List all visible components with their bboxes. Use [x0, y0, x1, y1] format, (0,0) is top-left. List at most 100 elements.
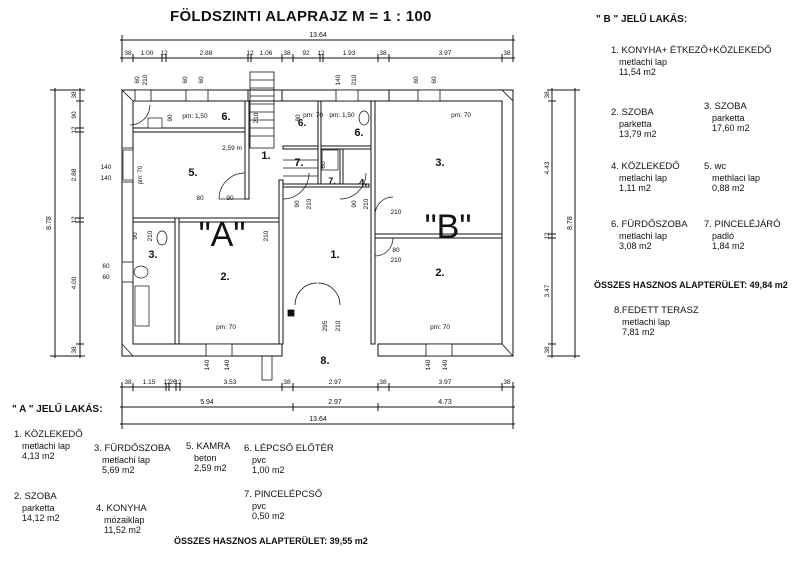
room-floor: metlachi lap — [22, 440, 71, 451]
door-dim-10: 295 — [322, 320, 329, 331]
drawing-title: FÖLDSZINTI ALAPRAJZ M = 1 : 100 — [170, 8, 432, 25]
window-top-3 — [417, 89, 441, 102]
interior-walls — [132, 100, 503, 345]
door-dim-0: 90 — [226, 195, 234, 202]
door-dim-17: 80 — [392, 247, 400, 254]
bottom-dim-5: 3.53 — [224, 379, 237, 386]
door-dim-15: 80 — [320, 161, 327, 169]
top-dim-7: 92 — [302, 50, 310, 57]
bottom-dim-0: 38 — [124, 379, 132, 386]
room-name: 5. wc — [704, 161, 727, 172]
apt-b-total-area: ÖSSZES HASZNOS ALAPTERÜLET: 49,84 m2 — [594, 280, 788, 290]
room-number-12: 4. — [359, 178, 368, 189]
left-dim-3: 2.88 — [71, 168, 78, 181]
room-area: 4,13 m2 — [22, 451, 55, 462]
window-dim-11: 140 — [101, 175, 112, 182]
room-area: 1,84 m2 — [712, 241, 745, 252]
top-dim-3: 2.88 — [200, 50, 213, 57]
room-name: 3. FÜRDŐSZOBA — [94, 443, 171, 454]
room-name: 7. PINCELÉPCSŐ — [244, 489, 323, 500]
top-dim-9: 1.93 — [343, 50, 356, 57]
shower-b — [321, 149, 339, 171]
staircase — [249, 71, 318, 177]
bathtub — [134, 285, 150, 327]
top-dim-6: 38 — [283, 50, 291, 57]
bottom-dim-10: 38 — [503, 379, 511, 386]
right-dim-0: 38 — [544, 91, 551, 99]
bottom-dim-4: 12 — [174, 379, 182, 386]
apt-a-room-6: 6. LÉPCSŐ ELŐTÉR pvc 1,00 m2 — [244, 443, 334, 476]
overall-width-top: 13.64 — [309, 32, 327, 39]
apt-b-heading: " B " JELŰ LAKÁS: — [596, 14, 688, 25]
room-floor: metlachi lap — [619, 172, 668, 183]
left-dim-1: 90 — [71, 111, 78, 119]
room-floor: parketta — [22, 502, 55, 513]
overall-height-right: 8.78 — [567, 216, 574, 230]
bottom-group-dim-0: 5.94 — [200, 399, 214, 406]
room-floor: metlachi lap — [619, 56, 668, 67]
room-number-4: 1. — [330, 249, 339, 261]
overall-height-left: 8.78 — [46, 216, 53, 230]
apt-b-room-4: 4. KÖZLEKEDŐ metlachi lap 1,11 m2 — [611, 161, 680, 194]
right-dim-ticks — [547, 89, 580, 357]
room-floor: padló — [712, 230, 735, 241]
wall-hatch — [121, 89, 514, 357]
top-dim-ticks — [121, 35, 514, 62]
top-dim-12: 38 — [503, 50, 511, 57]
room-floor: mózaiklap — [104, 514, 145, 525]
room-name: 1. KONYHA+ ÉTKEZŐ+KÖZLEKEDŐ — [611, 45, 772, 56]
room-name: 6. FÜRDŐSZOBA — [611, 219, 688, 230]
apt-b-terrace: 8.FEDETT TERASZ metlachi lap 7,81 m2 — [614, 305, 699, 338]
room-floor: methlaci lap — [712, 172, 761, 183]
room-floor: parketta — [619, 118, 652, 129]
window-dim-12: 60 — [102, 263, 110, 270]
window-top-1 — [185, 89, 209, 102]
room-floor: pvc — [252, 454, 267, 465]
room-area: 3,08 m2 — [619, 241, 652, 252]
top-dim-10: 38 — [379, 50, 387, 57]
top-dim-11: 3.97 — [439, 50, 452, 57]
bottom-dim-7: 2.97 — [329, 379, 342, 386]
room-area: 17,60 m2 — [712, 123, 750, 134]
terrace-outline — [261, 309, 295, 381]
room-floor: pvc — [252, 500, 267, 511]
apt-b-room-3: 3. SZOBA parketta 17,60 m2 — [704, 101, 750, 134]
room-number-13: 8. — [320, 355, 329, 367]
door-dim-5: 210 — [306, 198, 313, 209]
window-dim-3: 60 — [198, 76, 205, 84]
left-dim-2: 12 — [71, 126, 78, 134]
apt-a-heading: " A " JELŰ LAKÁS: — [12, 404, 103, 415]
terrace-area: 7,81 m2 — [622, 327, 655, 338]
apartment-label-a: "A" — [199, 216, 246, 254]
apt-a-room-3: 3. FÜRDŐSZOBA metlachi lap 5,69 m2 — [94, 443, 171, 476]
radiator-a — [122, 149, 134, 181]
toilet-b — [358, 110, 370, 126]
door-dim-9: 210 — [391, 257, 402, 264]
room-floor: metlachi lap — [619, 230, 668, 241]
ceiling-height: 2,59 m — [222, 145, 242, 152]
top-dim-4: 12 — [246, 50, 254, 57]
door-dim-4: 90 — [294, 200, 301, 208]
room-floor: beton — [194, 452, 217, 463]
terrace-name: 8.FEDETT TERASZ — [614, 305, 699, 316]
door-dim-2: 90 — [132, 232, 139, 240]
room-name: 4. KÖZLEKEDŐ — [611, 161, 680, 172]
window-bottom-1 — [205, 343, 233, 357]
room-name: 7. PINCELÉJÁRÓ — [704, 219, 781, 230]
room-area: 14,12 m2 — [22, 513, 60, 524]
room-name: 5. KAMRA — [186, 441, 231, 452]
room-number-1: 1. — [261, 150, 270, 162]
room-number-9: 7. — [294, 157, 303, 169]
door-dim-6: 90 — [351, 200, 358, 208]
room-area: 0,88 m2 — [712, 183, 745, 194]
room-floor: metlachi lap — [102, 454, 151, 465]
bottom-dim-2: 12 — [163, 379, 171, 386]
room-area: 11,52 m2 — [104, 525, 141, 536]
window-dim-1: 210 — [142, 74, 149, 85]
top-dim-5: 1.06 — [260, 50, 273, 57]
pm-label-3: pm: 70 — [430, 324, 450, 331]
terrace-floor: metlachi lap — [622, 316, 671, 327]
bottom-dim-ticks — [121, 382, 514, 429]
window-dim-2: 60 — [182, 76, 189, 84]
